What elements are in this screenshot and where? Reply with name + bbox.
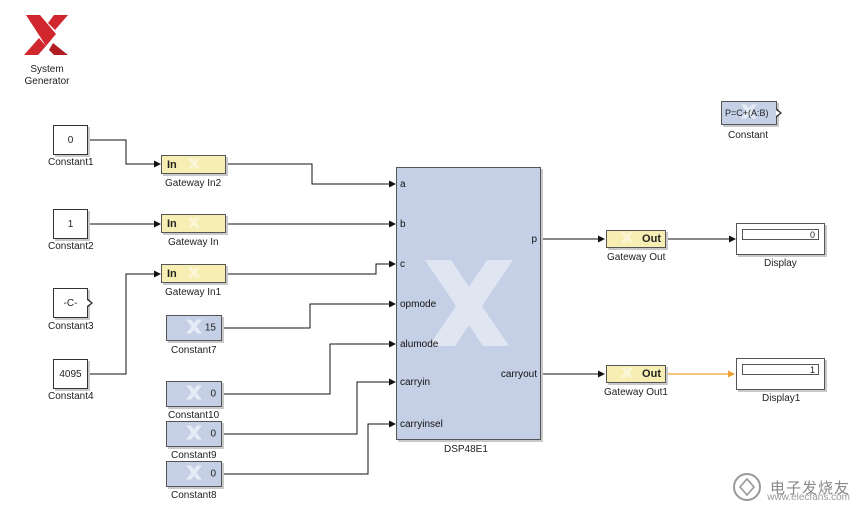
gateway-out-block[interactable]: Out [606,230,666,248]
gateway-out1-caption: Gateway Out1 [604,387,668,398]
dsp48e1-caption: DSP48E1 [444,444,488,455]
gateway-out1-block[interactable]: Out [606,365,666,383]
constant10-block[interactable]: 0 [166,381,222,407]
display1-block[interactable]: 1 [736,358,825,390]
dsp-port-carryin: carryin [400,377,431,388]
constant4-caption: Constant4 [48,391,94,402]
gateway-in1-block[interactable]: In [161,264,226,283]
system-generator-block[interactable] [22,12,72,58]
wire-c4-to-gi1 [88,270,161,375]
wire-c1-to-gi2 [88,139,161,168]
constant4-block[interactable]: 4095 [53,359,88,389]
wire-c10-to-alumode [222,340,396,395]
dsp-port-alumode: alumode [400,339,439,350]
xilinx-watermark-icon [187,266,201,281]
wire-c9-to-carryin [222,378,396,435]
xilinx-watermark-icon [185,319,203,338]
xilinx-watermark-icon [185,425,203,444]
gateway-in2-label: In [167,158,177,171]
wire-c8-to-carryinsel [222,420,396,475]
constant2-value: 1 [67,218,74,230]
xilinx-watermark-icon [620,367,634,382]
wire-gi1-to-c [226,260,396,275]
constant8-value: 0 [210,468,216,480]
system-generator-caption: System Generator [18,64,76,88]
xilinx-watermark-icon [187,157,201,172]
watermark: 电子发烧友 www.elecfans.com [730,470,850,504]
gateway-in1-label: In [167,267,177,280]
system-generator-caption-line1: System [30,64,64,75]
constant3-value: -C- [63,297,78,309]
constant4-value: 4095 [59,368,82,380]
constant9-caption: Constant9 [171,450,217,461]
constant7-block[interactable]: 15 [166,315,222,341]
constant1-value: 0 [67,134,74,146]
constant9-block[interactable]: 0 [166,421,222,447]
dsp-port-carryout: carryout [500,369,537,380]
constant9-value: 0 [210,428,216,440]
wire-arrowhead [728,370,735,378]
system-generator-caption-line2: Generator [24,76,70,87]
dsp-port-a: a [400,179,406,190]
constant10-value: 0 [210,388,216,400]
dsp48e1-block[interactable]: a b c opmode alumode carryin carryinsel … [396,167,541,440]
gateway-in2-caption: Gateway In2 [165,178,222,189]
display1-value: 1 [742,364,819,375]
dsp-port-b: b [400,219,406,230]
watermark-url: www.elecfans.com [767,492,850,503]
constant2-caption: Constant2 [48,241,94,252]
wire-c7-to-opmode [222,300,396,329]
xilinx-logo-icon [425,260,513,346]
xilinx-watermark-icon [185,465,203,484]
gateway-in-caption: Gateway In [168,237,219,248]
constant7-caption: Constant7 [171,345,217,356]
gateway-out-caption: Gateway Out [607,252,666,263]
elecfans-logo-icon [732,473,761,501]
gateway-in-label: In [167,217,177,230]
constant-opmode-value: P=C+(A:B) [725,108,769,118]
display1-caption: Display1 [762,393,801,404]
constant3-block[interactable]: -C- [53,288,93,318]
xilinx-watermark-icon [187,216,201,231]
gateway-in2-block[interactable]: In [161,155,226,174]
xilinx-watermark-icon [185,385,203,404]
constant2-block[interactable]: 1 [53,209,88,239]
display-caption: Display [764,258,797,269]
constant-opmode-caption: Constant [728,130,769,141]
xilinx-watermark-icon [620,232,634,247]
gateway-in1-caption: Gateway In1 [165,287,222,298]
gateway-out-label: Out [642,233,661,245]
watermark-text: 电子发烧友 [769,479,850,497]
xilinx-logo-icon [24,15,68,55]
wire-gi2-to-a [226,163,396,188]
display-value: 0 [742,229,819,240]
constant-opmode-block[interactable]: P=C+(A:B) [721,101,782,125]
constant8-caption: Constant8 [171,490,217,501]
dsp-port-opmode: opmode [400,299,437,310]
constant8-block[interactable]: 0 [166,461,222,487]
constant7-value: 15 [204,322,216,334]
xilinx-watermark-icon [740,104,758,123]
constant1-caption: Constant1 [48,157,94,168]
constant10-caption: Constant10 [168,410,220,421]
dsp-port-p: p [531,234,537,245]
dsp-port-c: c [400,259,405,270]
gateway-out1-label: Out [642,368,661,380]
display-block[interactable]: 0 [736,223,825,255]
gateway-in-block[interactable]: In [161,214,226,233]
constant3-caption: Constant3 [48,321,94,332]
dsp-port-carryinsel: carryinsel [400,419,443,430]
constant1-block[interactable]: 0 [53,125,88,155]
